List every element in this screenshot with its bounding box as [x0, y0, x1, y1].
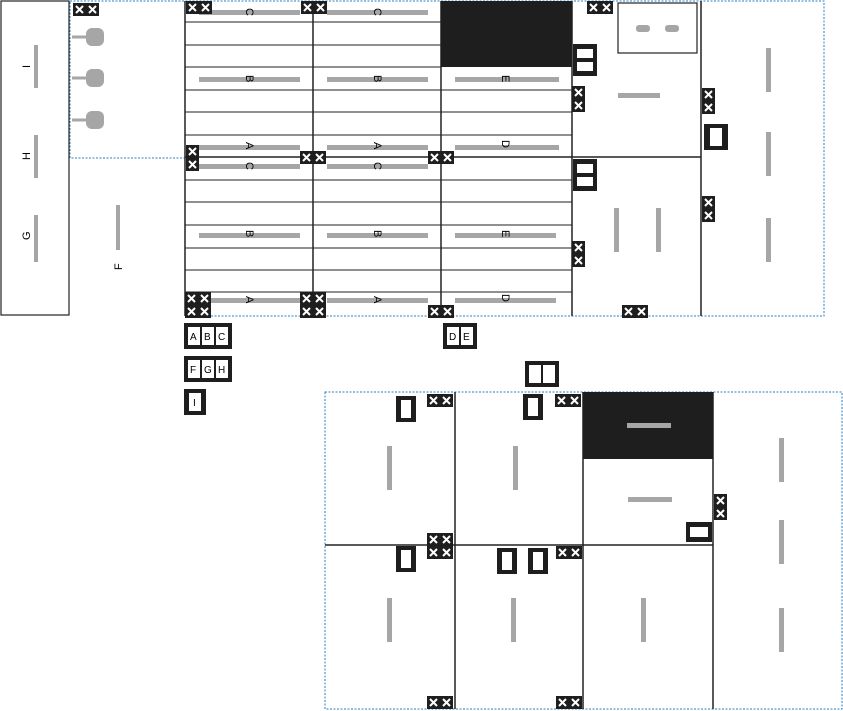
- left-label-g: G: [21, 231, 33, 240]
- legend-h: H: [218, 365, 225, 376]
- legend-c: C: [218, 332, 225, 343]
- label-b-3: B: [243, 230, 255, 237]
- pin-group: [72, 28, 104, 129]
- upper-section-labels: C C B B E A A D C C B B E A A D: [243, 8, 511, 304]
- fixtures-lower: [387, 423, 784, 652]
- label-c-1: C: [243, 8, 255, 16]
- door-icon: [573, 44, 728, 191]
- label-a-1: A: [243, 142, 255, 150]
- legend: A B C F G H I D E: [184, 323, 559, 415]
- fixtures-upper: [199, 10, 771, 303]
- label-b-4: B: [371, 230, 383, 237]
- label-a-2: A: [371, 142, 383, 150]
- legend-b: B: [204, 332, 211, 343]
- f-label: F: [113, 263, 125, 270]
- label-b-1: B: [243, 75, 255, 82]
- legend-g: G: [204, 365, 212, 376]
- label-d-1: D: [499, 140, 511, 148]
- label-a-4: A: [371, 296, 383, 304]
- legend-e: E: [463, 332, 470, 343]
- label-e-1: E: [499, 75, 511, 82]
- legend-f: F: [190, 365, 196, 376]
- label-e-2: E: [499, 230, 511, 237]
- label-c-3: C: [243, 162, 255, 170]
- label-b-2: B: [371, 75, 383, 82]
- legend-a: A: [190, 332, 197, 343]
- legend-d: D: [449, 332, 456, 343]
- left-panel: I H G: [0, 0, 70, 316]
- left-label-i: I: [21, 65, 33, 68]
- label-d-2: D: [499, 294, 511, 302]
- label-c-2: C: [371, 8, 383, 16]
- legend-i: I: [193, 398, 196, 409]
- label-a-3: A: [243, 296, 255, 304]
- label-c-4: C: [371, 162, 383, 170]
- filled-block-upper: [441, 1, 572, 67]
- left-label-h: H: [21, 152, 33, 160]
